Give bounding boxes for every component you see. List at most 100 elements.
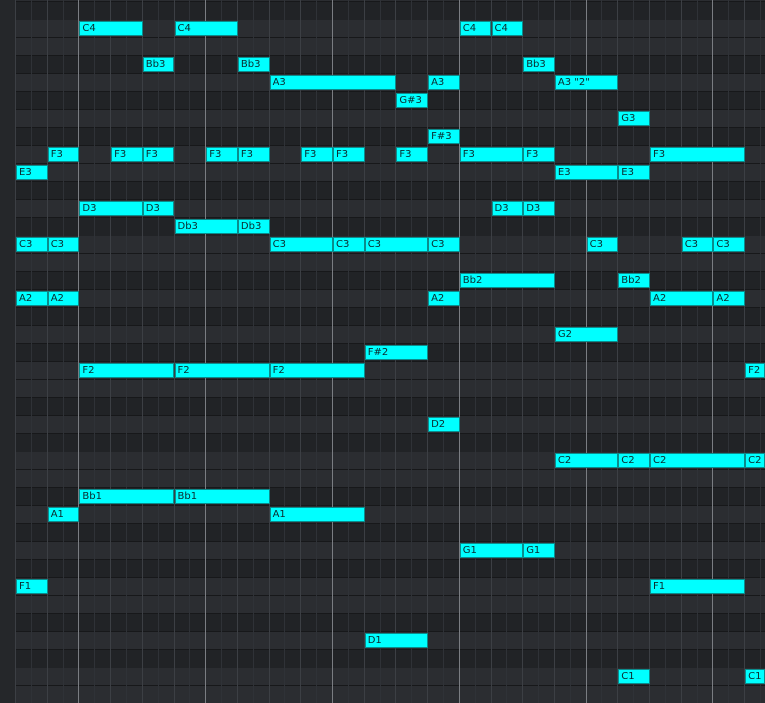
midi-note[interactable]: D3 [79, 201, 143, 216]
midi-note[interactable]: C4 [79, 21, 143, 36]
row-line [0, 145, 765, 146]
midi-note[interactable]: C2 [554, 453, 619, 468]
midi-note[interactable]: F3 [523, 147, 555, 162]
midi-note[interactable]: C3 [681, 237, 714, 252]
midi-note[interactable]: C4 [491, 21, 524, 36]
pitch-row [0, 110, 765, 128]
step-line [126, 0, 127, 703]
midi-note[interactable]: C1 [618, 669, 650, 684]
midi-note[interactable]: F2 [79, 363, 175, 378]
row-line [0, 91, 765, 92]
step-line [506, 0, 507, 703]
midi-note[interactable]: D1 [364, 633, 429, 648]
midi-note[interactable]: Db3 [174, 219, 238, 234]
midi-note[interactable]: D3 [523, 201, 555, 216]
midi-note[interactable]: E3 [16, 165, 48, 180]
midi-note[interactable]: A3 [428, 75, 460, 90]
pitch-row [0, 542, 765, 560]
midi-note[interactable]: G#3 [396, 93, 429, 108]
midi-note[interactable]: C3 [333, 237, 365, 252]
midi-note[interactable]: F2 [745, 363, 765, 378]
midi-note[interactable]: C1 [745, 669, 765, 684]
step-line [31, 0, 32, 703]
row-line [0, 361, 765, 362]
pitch-row [0, 128, 765, 146]
midi-note[interactable]: E3 [618, 165, 650, 180]
midi-note[interactable]: C3 [713, 237, 746, 252]
midi-note[interactable]: C3 [586, 237, 619, 252]
midi-note[interactable]: Db3 [237, 219, 270, 234]
pitch-row [0, 200, 765, 218]
midi-note[interactable]: Bb1 [174, 489, 270, 504]
midi-note[interactable]: G1 [459, 543, 524, 558]
step-line [284, 0, 285, 703]
midi-note[interactable]: F1 [650, 579, 746, 594]
pitch-row [0, 524, 765, 542]
midi-note[interactable]: F3 [47, 147, 80, 162]
bar-line [332, 0, 333, 703]
midi-note[interactable]: C3 [364, 237, 429, 252]
midi-note[interactable]: Bb3 [142, 57, 175, 72]
midi-note[interactable]: F#3 [428, 129, 460, 144]
midi-note[interactable]: G2 [554, 327, 619, 342]
midi-note[interactable]: A1 [269, 507, 365, 522]
midi-note[interactable]: Bb3 [523, 57, 555, 72]
midi-note[interactable]: C3 [47, 237, 80, 252]
midi-note[interactable]: F3 [142, 147, 175, 162]
midi-note[interactable]: F3 [459, 147, 524, 162]
step-line [570, 0, 571, 703]
midi-note[interactable]: D3 [491, 201, 524, 216]
midi-note[interactable]: E3 [554, 165, 619, 180]
keyboard-strip[interactable] [0, 0, 15, 703]
midi-note[interactable]: G3 [618, 111, 650, 126]
midi-note[interactable]: G1 [523, 543, 555, 558]
row-line [0, 505, 765, 506]
midi-note[interactable]: C3 [428, 237, 460, 252]
midi-note[interactable]: F3 [650, 147, 746, 162]
step-line [443, 0, 444, 703]
beat-line [174, 0, 175, 703]
midi-note[interactable]: Bb2 [618, 273, 650, 288]
midi-note[interactable]: A2 [713, 291, 746, 306]
midi-note[interactable]: C3 [269, 237, 333, 252]
beat-line [15, 0, 16, 703]
midi-note[interactable]: A2 [47, 291, 80, 306]
pitch-row [0, 668, 765, 686]
midi-note[interactable]: C4 [459, 21, 492, 36]
midi-note[interactable]: C2 [618, 453, 650, 468]
midi-note[interactable]: A3 "2" [554, 75, 619, 90]
midi-note[interactable]: Bb1 [79, 489, 175, 504]
midi-note[interactable]: A2 [16, 291, 48, 306]
midi-note[interactable]: A2 [428, 291, 460, 306]
midi-note[interactable]: A2 [650, 291, 714, 306]
midi-note[interactable]: C2 [745, 453, 765, 468]
midi-note[interactable]: F1 [16, 579, 48, 594]
midi-note[interactable]: F3 [111, 147, 143, 162]
step-line [348, 0, 349, 703]
midi-note[interactable]: F3 [333, 147, 365, 162]
beat-line [364, 0, 365, 703]
row-line [0, 289, 765, 290]
bar-line [459, 0, 460, 703]
midi-note[interactable]: C4 [174, 21, 238, 36]
midi-note[interactable]: F3 [237, 147, 270, 162]
midi-note[interactable]: C3 [16, 237, 48, 252]
midi-note[interactable]: D3 [142, 201, 175, 216]
midi-note[interactable]: F#2 [364, 345, 429, 360]
midi-note[interactable]: F3 [206, 147, 238, 162]
midi-note[interactable]: D2 [428, 417, 460, 432]
midi-note[interactable]: A1 [47, 507, 80, 522]
midi-note[interactable]: A3 [269, 75, 397, 90]
midi-note[interactable]: F3 [396, 147, 429, 162]
midi-note[interactable]: F2 [174, 363, 270, 378]
midi-note[interactable]: F3 [301, 147, 333, 162]
row-line [0, 613, 765, 614]
midi-note[interactable]: C2 [650, 453, 746, 468]
midi-note[interactable]: Bb2 [459, 273, 555, 288]
step-line [697, 0, 698, 703]
row-line [0, 595, 765, 596]
midi-note[interactable]: F2 [269, 363, 365, 378]
pitch-row [0, 578, 765, 596]
midi-note[interactable]: Bb3 [237, 57, 270, 72]
